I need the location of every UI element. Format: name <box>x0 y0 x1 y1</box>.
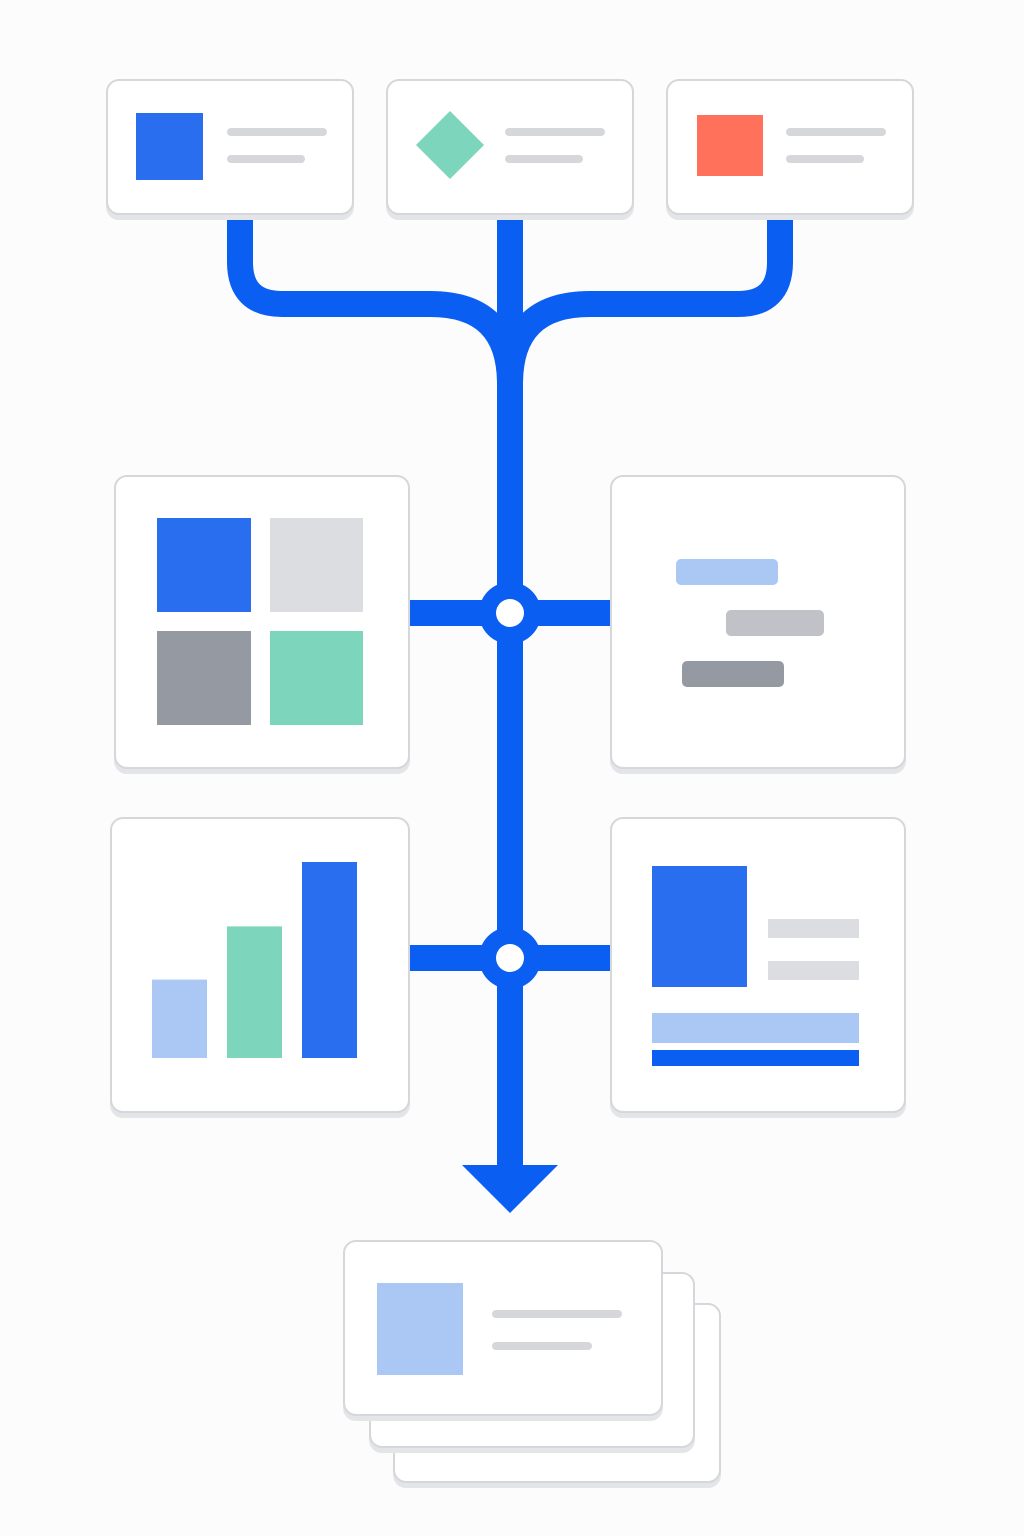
text-line <box>505 155 583 163</box>
text-bars-panel <box>610 475 906 769</box>
output-card-stack <box>343 1240 721 1483</box>
source-card-2 <box>386 79 634 215</box>
text-bar-dark-gray <box>682 661 784 687</box>
media-layout-panel <box>610 817 906 1113</box>
grid-tile-dark-gray <box>157 631 251 725</box>
text-line <box>768 919 859 938</box>
coral-square-icon <box>697 115 763 176</box>
source-card-1 <box>106 79 354 215</box>
source-card-3 <box>666 79 914 215</box>
text-bar-gray <box>726 610 824 636</box>
text-bar-light-blue <box>676 559 778 585</box>
blue-square-icon <box>136 113 203 180</box>
text-line <box>227 128 327 136</box>
media-block-icon <box>652 866 747 987</box>
grid-tile-blue <box>157 518 251 612</box>
diamond-icon <box>416 111 484 179</box>
grid-tile-light-gray <box>270 518 363 612</box>
bar-3 <box>302 862 357 1058</box>
connector-from-source-1 <box>227 216 523 385</box>
bar-chart-panel <box>110 817 410 1113</box>
tile-grid-panel <box>114 475 410 769</box>
text-line <box>768 961 859 980</box>
junction-nodes <box>479 582 541 989</box>
junction-dot-1 <box>496 599 524 627</box>
text-line <box>492 1342 592 1350</box>
image-placeholder-icon <box>377 1283 463 1375</box>
text-line <box>786 155 864 163</box>
text-line <box>227 155 305 163</box>
caption-bar-light <box>652 1013 859 1043</box>
text-line <box>786 128 886 136</box>
bar-chart-bars <box>152 862 357 1058</box>
bar-1 <box>152 979 207 1058</box>
junction-dot-2 <box>496 944 524 972</box>
connector-from-source-3 <box>497 216 793 385</box>
text-line <box>505 128 605 136</box>
caption-bar-blue <box>652 1050 859 1066</box>
text-line <box>492 1310 622 1318</box>
bar-2 <box>227 926 282 1058</box>
grid-tile-mint <box>270 631 363 725</box>
arrow-head-icon <box>462 1165 558 1213</box>
